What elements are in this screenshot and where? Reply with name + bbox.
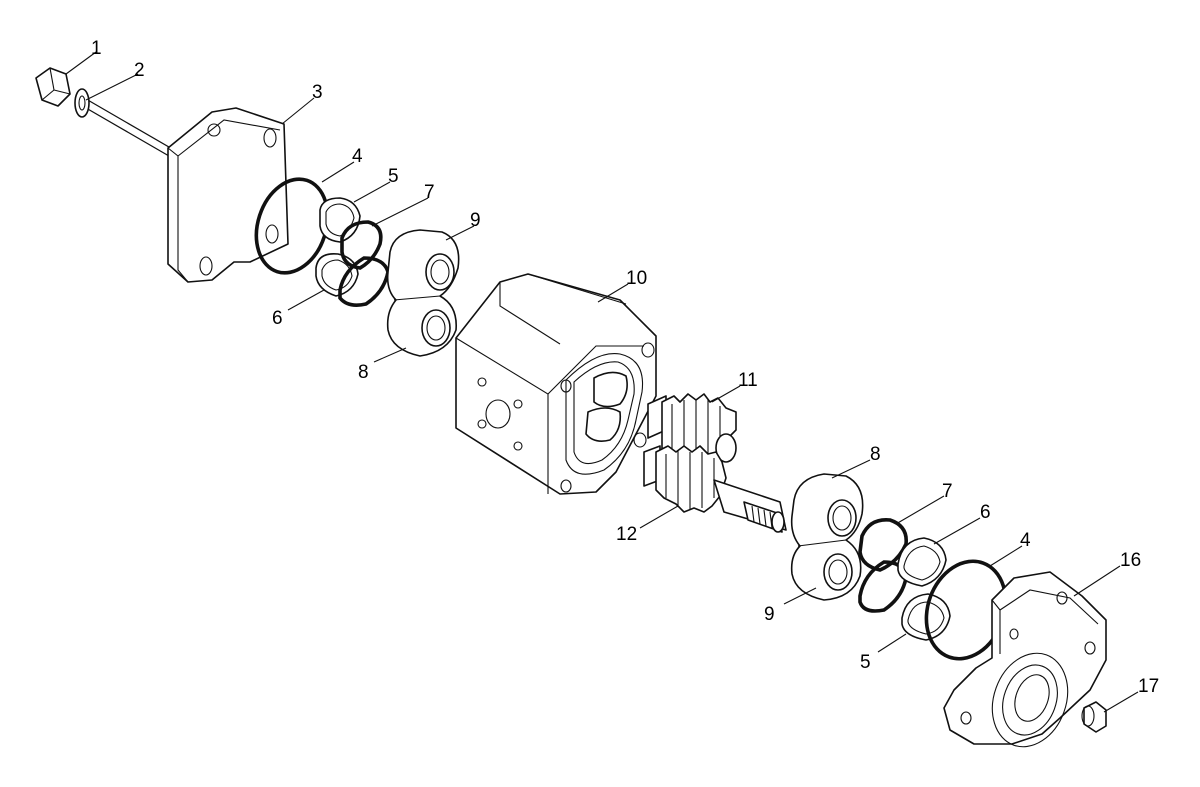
callout-6-right: 6 [980, 502, 991, 523]
callout-6-left: 6 [272, 308, 283, 329]
pump-body [455, 273, 657, 495]
callout-7-left: 7 [424, 182, 435, 203]
callout-3: 3 [312, 82, 323, 103]
oring-7-upper-left [340, 220, 383, 270]
seal-6-left [315, 252, 359, 297]
washer [74, 88, 90, 118]
callout-8-left: 8 [358, 362, 369, 383]
callout-2: 2 [134, 60, 145, 81]
callout-16: 16 [1120, 550, 1141, 571]
drive-gear-shaft [643, 445, 787, 533]
callout-4-left: 4 [352, 146, 363, 167]
plug [1081, 701, 1107, 733]
bushing-block-left [386, 229, 460, 357]
front-flange [943, 571, 1107, 748]
driven-gear [647, 393, 737, 467]
oring-7-upper-right [858, 518, 908, 572]
callout-1: 1 [91, 38, 102, 59]
callout-4-right: 4 [1020, 530, 1031, 551]
callout-17: 17 [1138, 676, 1159, 697]
callout-10: 10 [626, 268, 647, 289]
seal-5-left [319, 197, 361, 243]
callout-5-right: 5 [860, 652, 871, 673]
callout-9-right: 9 [764, 604, 775, 625]
callout-11: 11 [738, 370, 758, 391]
callout-12: 12 [616, 524, 637, 545]
leader-lines [65, 51, 1139, 713]
bushing-block-right [790, 473, 864, 601]
callout-9-left: 9 [470, 210, 481, 231]
seal-6-right [897, 537, 947, 587]
callout-7-right: 7 [942, 481, 953, 502]
callout-8-right: 8 [870, 444, 881, 465]
callout-labels: 1 2 3 4 5 7 9 6 8 10 11 12 8 7 6 4 16 9 … [91, 38, 1159, 697]
callout-5-left: 5 [388, 166, 399, 187]
